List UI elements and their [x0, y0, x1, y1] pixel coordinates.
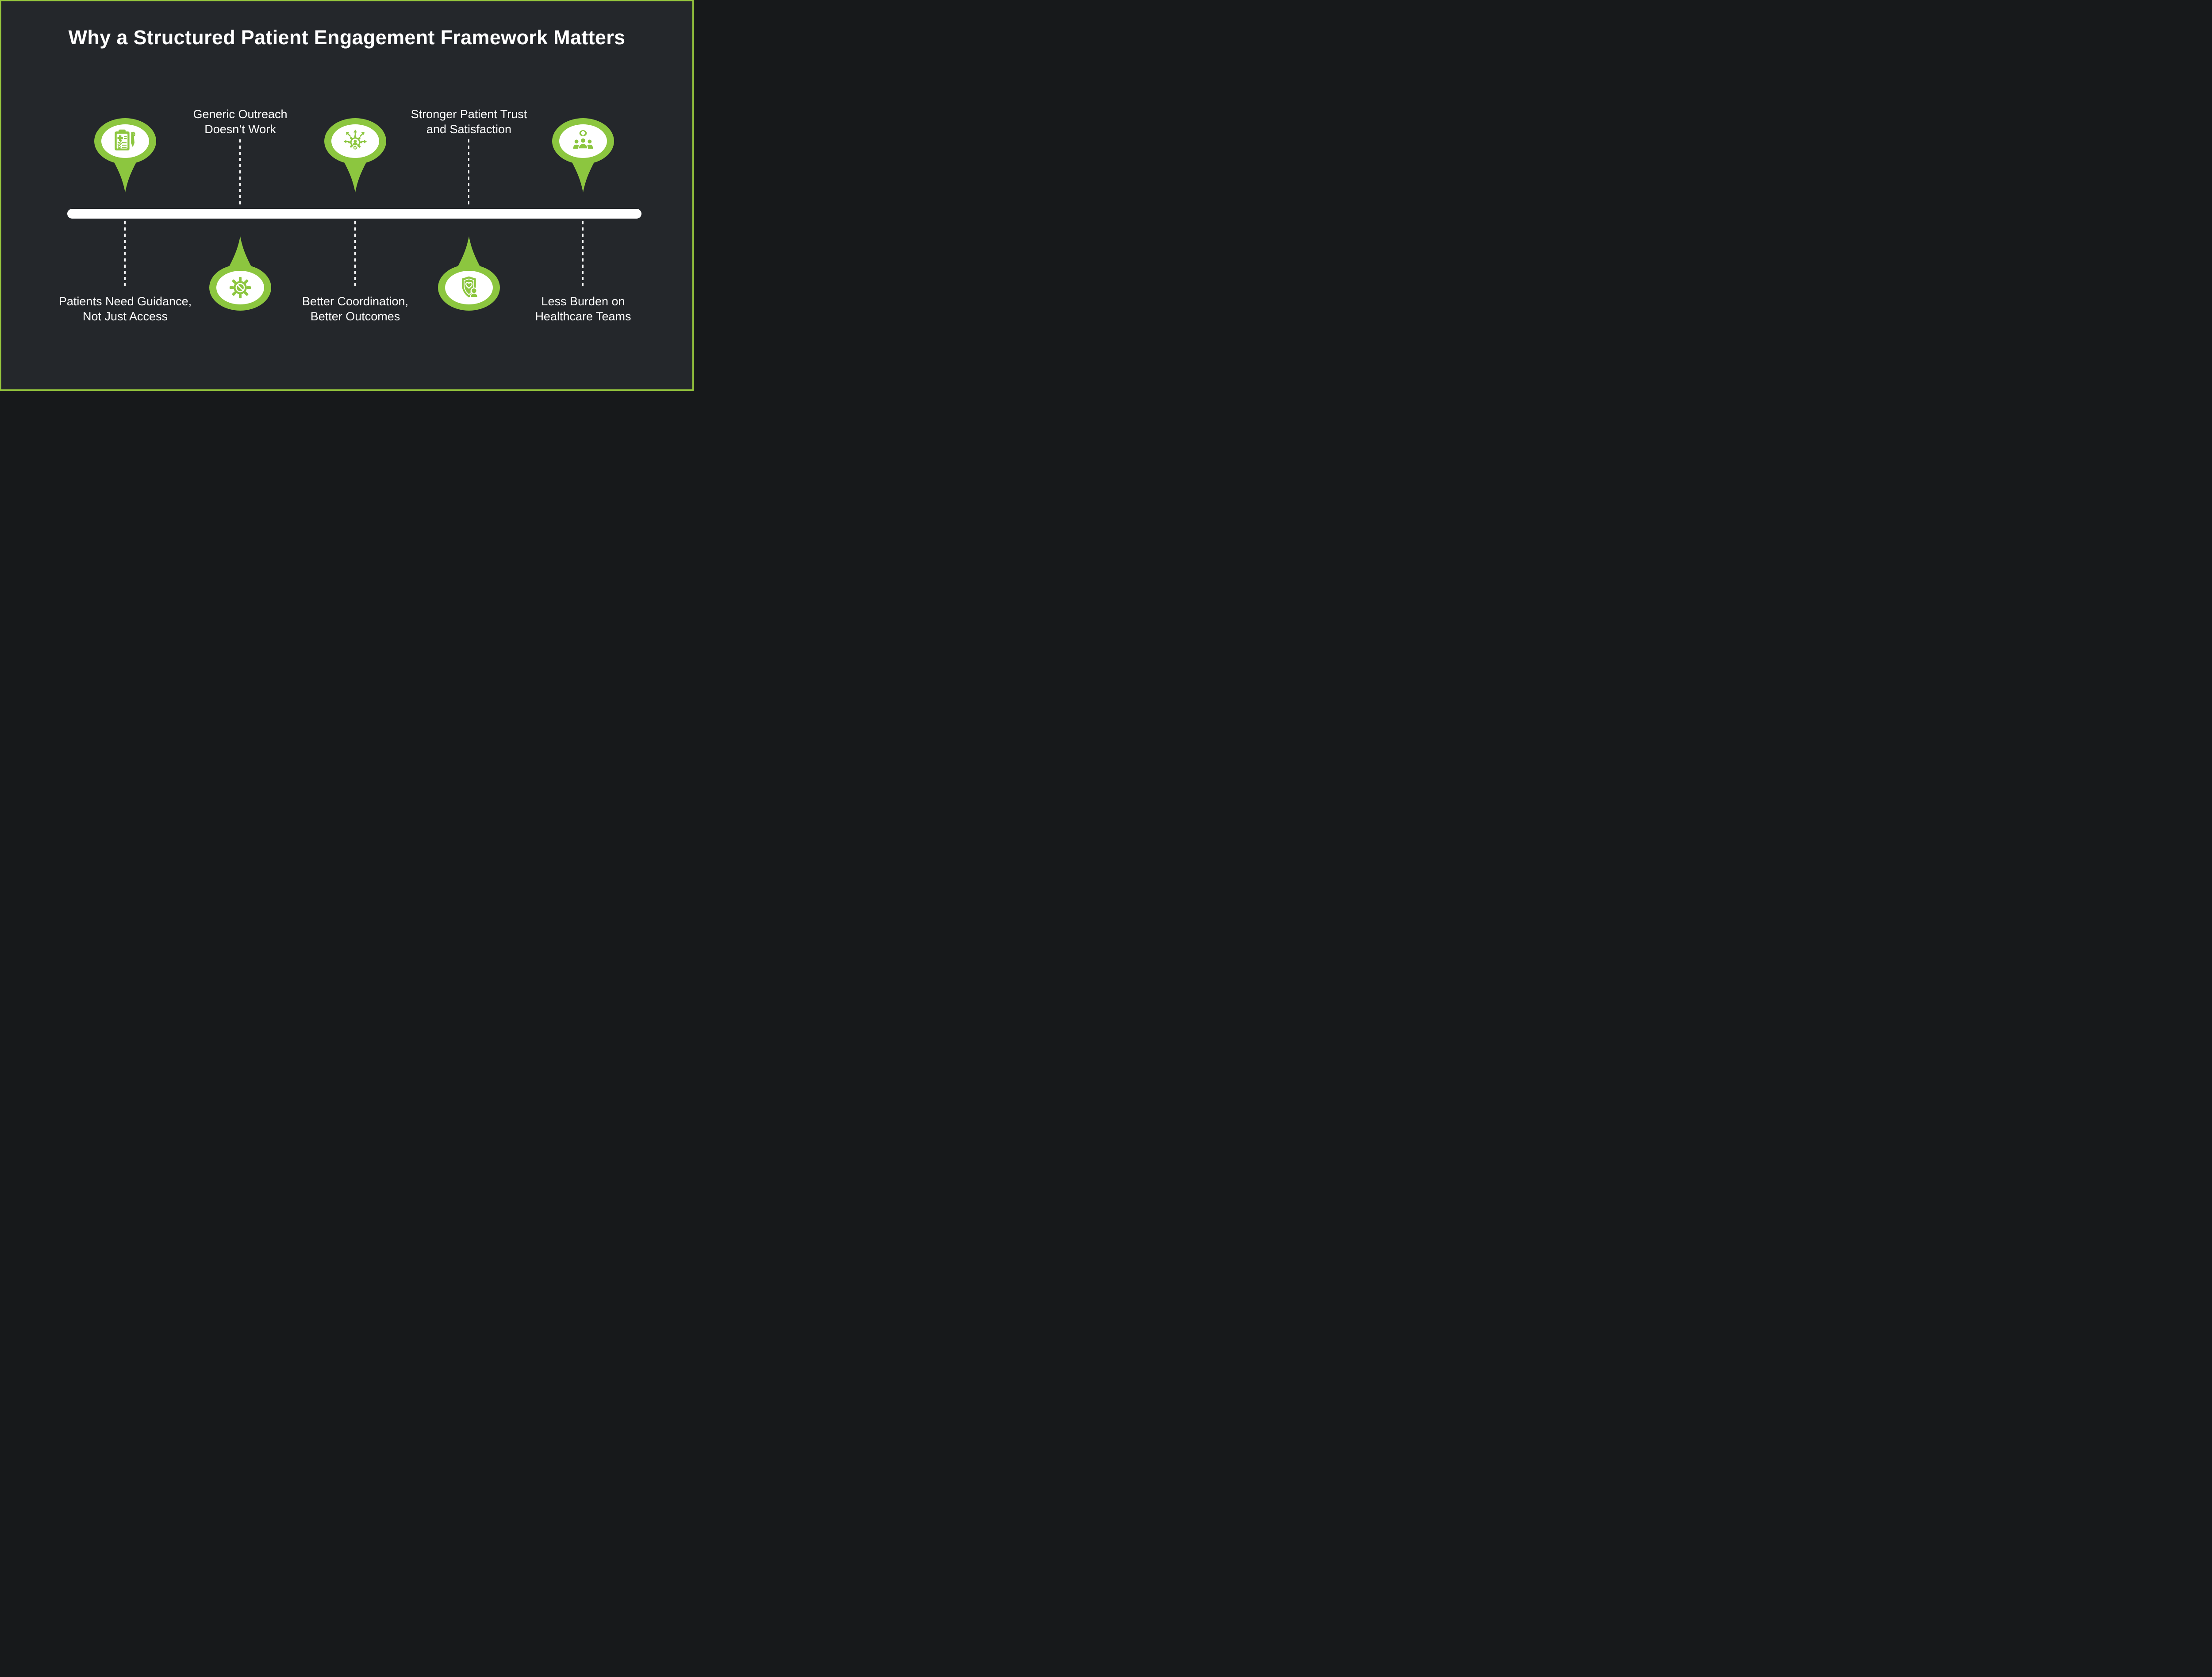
page-title: Why a Structured Patient Engagement Fram…	[68, 26, 626, 49]
dashed-connector-guidance	[124, 221, 126, 288]
label-burden: Less Burden on Healthcare Teams	[495, 294, 672, 324]
gear-blocked-icon	[229, 277, 251, 299]
dashed-connector-outreach	[239, 139, 241, 207]
label-line: Better Coordination,	[302, 295, 409, 308]
label-line: Not Just Access	[82, 310, 168, 323]
label-line: Less Burden on	[541, 295, 625, 308]
label-guidance: Patients Need Guidance, Not Just Access	[37, 294, 214, 324]
marker-pin-guidance	[94, 118, 156, 192]
medical-checklist-pen-icon	[115, 129, 135, 150]
dashed-connector-burden	[582, 221, 584, 288]
label-line: Generic Outreach	[193, 108, 288, 121]
label-line: Doesn’t Work	[204, 123, 276, 136]
marker-pin-trust	[438, 236, 500, 311]
dashed-connector-coordination	[354, 221, 356, 288]
label-line: Healthcare Teams	[535, 310, 631, 323]
dashed-connector-trust	[468, 139, 469, 207]
label-coordination: Better Coordination, Better Outcomes	[267, 294, 444, 324]
marker-pin-coordination	[324, 118, 386, 192]
gear-person-arrows-icon	[343, 129, 367, 150]
label-line: and Satisfaction	[426, 123, 512, 136]
label-line: Better Outcomes	[310, 310, 400, 323]
marker-pin-outreach	[209, 236, 271, 311]
label-line: Patients Need Guidance,	[58, 295, 192, 308]
shield-heart-person-icon	[462, 276, 478, 298]
label-line: Stronger Patient Trust	[411, 108, 527, 121]
label-trust: Stronger Patient Trust and Satisfaction	[380, 107, 557, 137]
timeline-bar	[67, 209, 641, 219]
healthcare-team-icon	[573, 130, 593, 149]
label-outreach: Generic Outreach Doesn’t Work	[152, 107, 329, 137]
marker-pin-burden	[552, 118, 614, 192]
infographic-canvas: Why a Structured Patient Engagement Fram…	[0, 0, 694, 391]
